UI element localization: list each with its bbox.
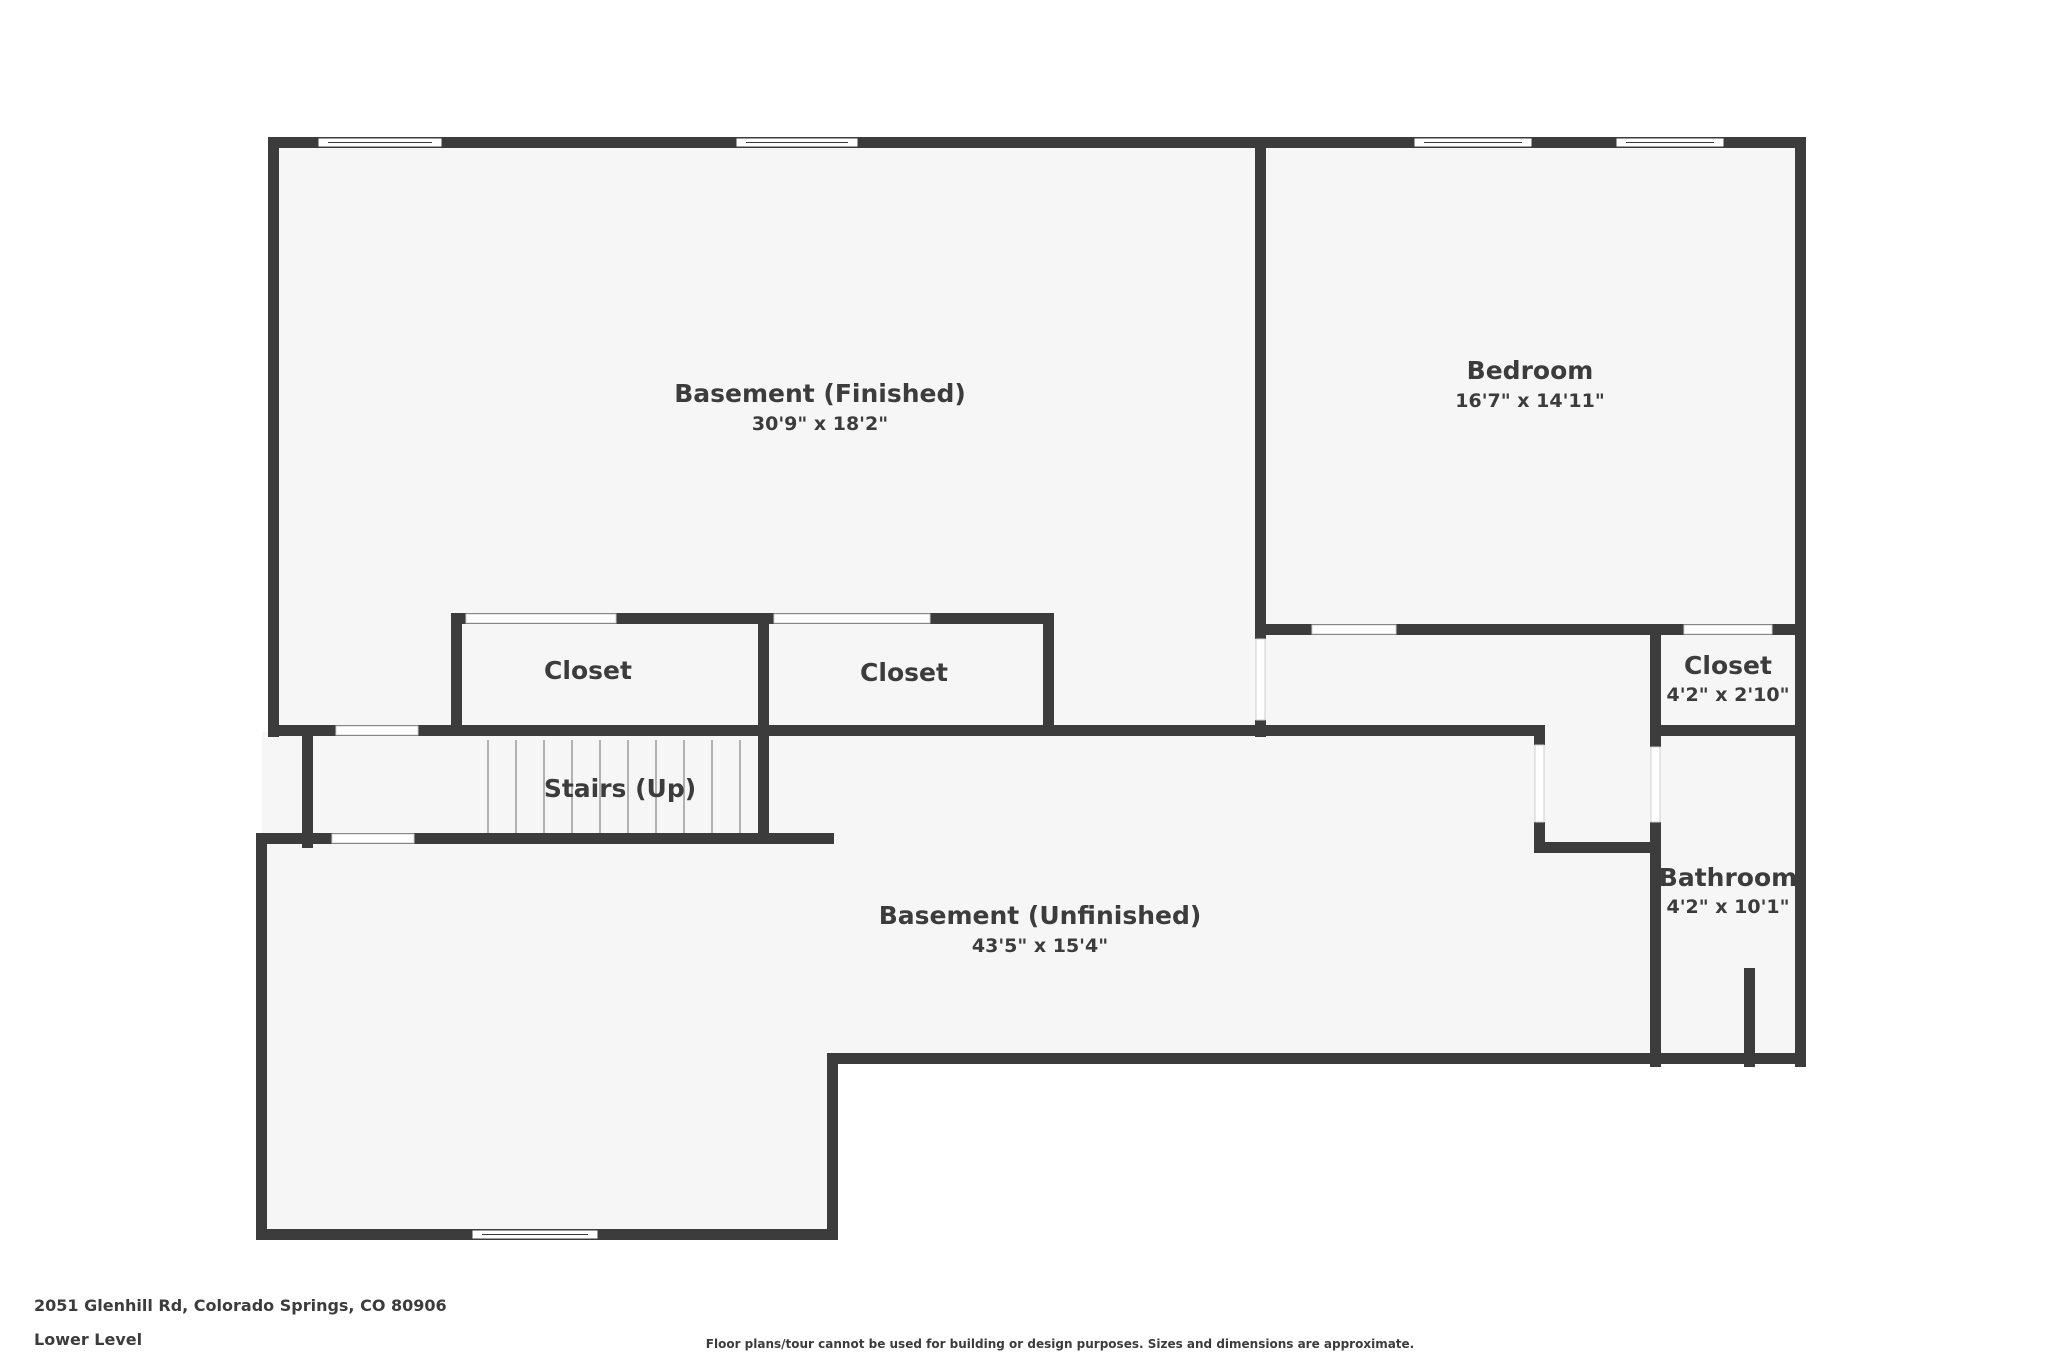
walls xyxy=(256,137,1806,1240)
openings xyxy=(317,137,1773,1240)
label-closet-right: Closet xyxy=(1684,651,1772,680)
level-label: Lower Level xyxy=(34,1330,143,1349)
floor-closet-right xyxy=(1656,630,1800,732)
dims-bedroom: 16'7" x 14'11" xyxy=(1455,390,1604,412)
door-closet-mid xyxy=(773,613,931,624)
floor-fills xyxy=(262,142,1800,1236)
dims-bathroom: 4'2" x 10'1" xyxy=(1666,896,1789,918)
label-stairs: Stairs (Up) xyxy=(544,774,696,803)
label-closet-left: Closet xyxy=(544,656,632,685)
dims-basement-finished: 30'9" x 18'2" xyxy=(752,413,888,435)
door-hall-unfinished xyxy=(1534,744,1545,823)
door-bedroom xyxy=(1311,624,1397,635)
floor-bedroom xyxy=(1260,142,1800,630)
door-landing-bottom xyxy=(331,833,415,844)
window-top-4 xyxy=(1615,137,1725,148)
label-bedroom: Bedroom xyxy=(1467,356,1594,385)
door-closet-right xyxy=(1683,624,1773,635)
room-labels: Basement (Finished) 30'9" x 18'2" Bedroo… xyxy=(544,356,1797,957)
dims-closet-right: 4'2" x 2'10" xyxy=(1666,684,1789,706)
label-basement-finished: Basement (Finished) xyxy=(674,379,966,408)
door-finished-hall xyxy=(1255,638,1266,721)
window-top-1 xyxy=(317,137,443,148)
window-top-3 xyxy=(1413,137,1533,148)
floor-hall xyxy=(1260,630,1656,732)
label-closet-mid: Closet xyxy=(860,658,948,687)
label-basement-unfinished: Basement (Unfinished) xyxy=(879,901,1202,930)
label-bathroom: Bathroom xyxy=(1659,863,1797,892)
dims-basement-unfinished: 43'5" x 15'4" xyxy=(972,935,1108,957)
floor-basement-unfinished-lower xyxy=(262,1060,836,1236)
window-bottom xyxy=(471,1229,599,1240)
floor-bathroom xyxy=(1656,732,1800,1060)
door-bathroom xyxy=(1650,746,1661,823)
address: 2051 Glenhill Rd, Colorado Springs, CO 8… xyxy=(34,1296,447,1315)
door-landing-top xyxy=(335,725,419,736)
door-closet-left xyxy=(465,613,617,624)
stair-treads xyxy=(487,740,741,836)
disclaimer: Floor plans/tour cannot be used for buil… xyxy=(705,1337,1415,1351)
window-top-2 xyxy=(735,137,859,148)
floor-basement-unfinished-upper xyxy=(262,732,1656,1060)
